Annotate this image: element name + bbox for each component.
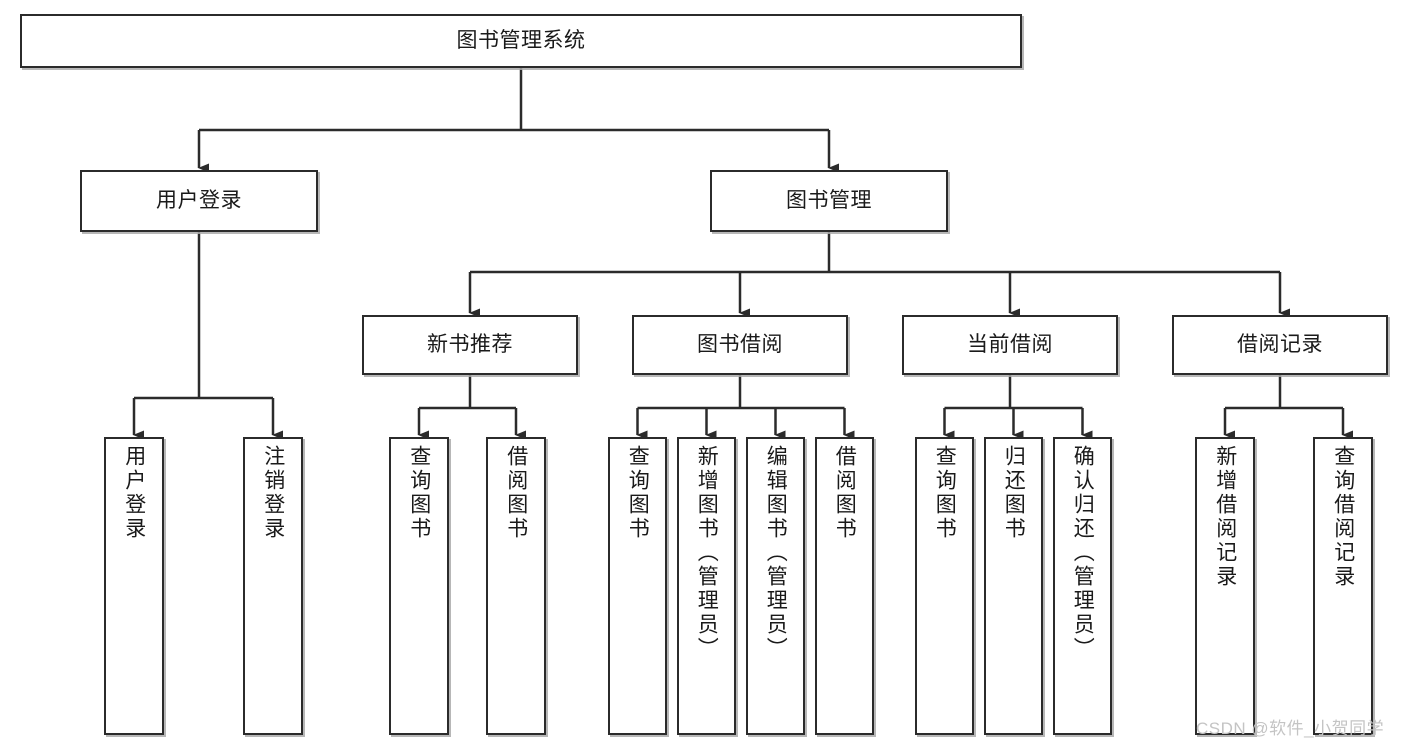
node-label: 查询借阅记录	[1331, 445, 1355, 589]
node-label: 借阅图书	[833, 445, 857, 541]
node-label: 查询图书	[933, 445, 957, 541]
node-label: 新书推荐	[427, 333, 513, 357]
node-leaf-return-book: 归还图书	[984, 437, 1043, 735]
node-borrow-record: 借阅记录	[1172, 315, 1388, 375]
node-leaf-confirm-return: 确认归还（管理员）	[1053, 437, 1112, 735]
node-leaf-query-record: 查询借阅记录	[1313, 437, 1373, 735]
node-book-borrow: 图书借阅	[632, 315, 848, 375]
node-label: 查询图书	[407, 445, 431, 541]
node-label: 确认归还（管理员）	[1071, 445, 1095, 661]
node-leaf-add-book: 新增图书（管理员）	[677, 437, 736, 735]
node-label: 注销登录	[261, 445, 285, 541]
node-leaf-query-book-current: 查询图书	[915, 437, 974, 735]
node-leaf-logout: 注销登录	[243, 437, 303, 735]
node-leaf-query-book-borrow: 查询图书	[608, 437, 667, 735]
node-label: 编辑图书（管理员）	[764, 445, 788, 661]
node-label: 查询图书	[626, 445, 650, 541]
node-leaf-add-record: 新增借阅记录	[1195, 437, 1255, 735]
node-label: 借阅记录	[1237, 333, 1323, 357]
node-label: 新增图书（管理员）	[695, 445, 719, 661]
node-label: 用户登录	[156, 189, 242, 213]
node-label: 用户登录	[122, 445, 146, 541]
node-label: 归还图书	[1002, 445, 1026, 541]
node-new-book-rec: 新书推荐	[362, 315, 578, 375]
node-user-login: 用户登录	[80, 170, 318, 232]
node-book-manage: 图书管理	[710, 170, 948, 232]
node-label: 借阅图书	[504, 445, 528, 541]
node-leaf-edit-book: 编辑图书（管理员）	[746, 437, 805, 735]
node-leaf-borrow-book-rec: 借阅图书	[486, 437, 546, 735]
node-label: 图书管理	[786, 189, 872, 213]
node-leaf-query-book-rec: 查询图书	[389, 437, 449, 735]
node-root: 图书管理系统	[20, 14, 1022, 68]
node-label: 图书管理系统	[456, 29, 586, 53]
node-label: 新增借阅记录	[1213, 445, 1237, 589]
node-leaf-borrow-book: 借阅图书	[815, 437, 874, 735]
csdn-watermark: CSDN @软件_小贺同学	[1196, 719, 1385, 738]
node-label: 图书借阅	[697, 333, 783, 357]
node-leaf-user-login: 用户登录	[104, 437, 164, 735]
node-label: 当前借阅	[967, 333, 1053, 357]
node-current-borrow: 当前借阅	[902, 315, 1118, 375]
